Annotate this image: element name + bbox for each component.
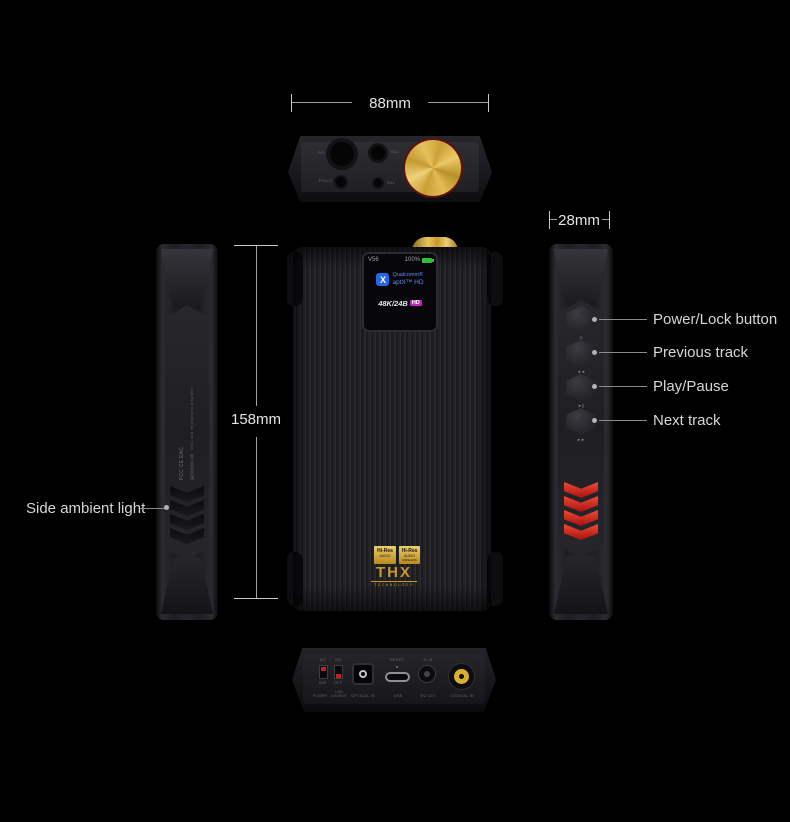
ambient-light-chevron-red-icon [564, 524, 598, 540]
device-screen: V56 100% X Qualcomm® aptX™ HD 48K/24B HD [362, 252, 438, 332]
previous-icon: ◄◄ [577, 369, 585, 374]
usb-c-port [385, 672, 410, 682]
headphone-jack-3-5mm [334, 175, 348, 189]
battery-percent: 100% [404, 257, 420, 263]
ambient-light-chevron-icon [170, 500, 204, 516]
switch-label: ON [334, 657, 342, 662]
callout-leader-line [599, 319, 647, 320]
dimension-line [550, 219, 557, 220]
badge-text: AUDIO [379, 554, 391, 558]
power-source-switch [319, 665, 328, 679]
switch-indicator [336, 674, 341, 678]
ambient-light-chevron-icon [170, 486, 204, 502]
usb-label: USB [393, 693, 403, 698]
jack-label: PO [317, 150, 324, 155]
next-track-label: Next track [653, 412, 721, 429]
sample-rate: 48K/24B [378, 298, 408, 308]
callout-leader-line [599, 420, 647, 421]
volume-indicator: V56 [368, 257, 379, 263]
callout-dot [592, 418, 597, 423]
previous-track-label: Previous track [653, 344, 749, 361]
thx-text: THX [371, 565, 417, 582]
certification-marks: FCC CE EAC [178, 446, 185, 480]
badge-text: Hi-Res [401, 548, 418, 554]
depth-dimension-label: 28mm [558, 212, 600, 229]
screen-status-row: V56 100% [368, 257, 434, 263]
side-ambient-light-label: Side ambient light [26, 500, 146, 517]
switch-label: DC [319, 657, 327, 662]
jack-label: BAL [391, 149, 400, 154]
codec-name: aptX™ HD [392, 279, 424, 287]
dc-polarity-icon: ⊖–⊕ [423, 657, 433, 662]
callout-leader-line [599, 352, 647, 353]
dimension-tick [549, 211, 550, 229]
height-dimension-label: 158mm [230, 411, 282, 428]
ambient-light-chevron-red-icon [564, 482, 598, 498]
dc-label: DC 12V [420, 693, 436, 698]
battery-indicator: 100% [404, 257, 434, 263]
dimension-tick [234, 598, 278, 599]
badge-text: AUDIO [403, 554, 416, 558]
switch-label: OFF [333, 680, 343, 685]
coaxial-in-label: COAXIAL IN [449, 693, 475, 698]
dimension-line [256, 246, 257, 406]
play-pause-icon: ►∥ [578, 403, 584, 408]
optical-in-label: OPTICAL IN [350, 693, 376, 698]
dc-jack-pin [424, 671, 430, 677]
ambient-light-chevron-icon [170, 514, 204, 530]
thx-subtext: TECHNOLOGY [374, 583, 414, 587]
usb-charge-switch [334, 665, 343, 679]
callout-leader-line [140, 508, 165, 509]
thx-logo: THX TECHNOLOGY [371, 565, 417, 587]
dimension-tick [291, 94, 292, 112]
power-icon: ⊙ [579, 335, 583, 340]
switch-label: BAT [318, 680, 328, 685]
reset-label: RESET [389, 657, 405, 662]
dimension-line [602, 219, 609, 220]
dimension-line [256, 437, 257, 598]
badge-text: Hi-Res [377, 548, 393, 554]
callout-dot [592, 317, 597, 322]
dimension-tick [609, 211, 610, 229]
ambient-light-chevron-red-icon [564, 510, 598, 526]
callout-dot [164, 505, 169, 510]
aptx-x-icon: X [376, 273, 390, 287]
callout-dot [592, 350, 597, 355]
dimension-line [428, 102, 488, 103]
format-row: 48K/24B HD [368, 299, 432, 308]
codec-logo: X Qualcomm® aptX™ HD [368, 272, 432, 288]
headphone-jack-2-5mm [372, 177, 384, 189]
ambient-light-chevron-icon [170, 528, 204, 544]
dimension-tick [488, 94, 489, 112]
format-badge: HD [409, 300, 422, 307]
reset-pinhole [396, 666, 398, 668]
play-pause-label: Play/Pause [653, 378, 729, 395]
jack-label: PO/LO [318, 178, 332, 183]
headphone-jack-6-35mm [326, 138, 358, 170]
width-dimension-label: 88mm [369, 95, 411, 112]
hires-audio-badge: Hi-Res AUDIO [374, 546, 396, 564]
volume-knob [405, 140, 461, 196]
hires-audio-wireless-badge: Hi-Res AUDIO WIRELESS [399, 546, 420, 564]
optical-port-ring [359, 670, 367, 678]
callout-leader-line [599, 386, 647, 387]
regulatory-text-block: FCC CE EAC 解码耳放大器 · DAC and Headphone Am… [172, 378, 202, 480]
battery-icon [422, 257, 434, 263]
coaxial-gold-ring [454, 669, 469, 684]
dimension-line [292, 102, 352, 103]
next-icon: ►► [577, 437, 585, 442]
badge-text: WIRELESS [402, 557, 417, 562]
switch-indicator [321, 667, 326, 671]
headphone-jack-4-4mm [368, 143, 388, 163]
jack-label: BAL [387, 180, 396, 185]
codec-text: Qualcomm® aptX™ HD [392, 272, 423, 288]
callout-dot [592, 384, 597, 389]
power-lock-label: Power/Lock button [653, 311, 778, 328]
codec-brand: Qualcomm® [392, 272, 424, 278]
switch-name-label: POWER [312, 694, 328, 698]
ambient-light-chevron-red-icon [564, 496, 598, 512]
dimension-tick [234, 245, 278, 246]
regulatory-text: 解码耳放大器 · DAC and Headphone Amplifier [189, 387, 195, 480]
switch-name-label: USB CHARGE [330, 690, 348, 698]
